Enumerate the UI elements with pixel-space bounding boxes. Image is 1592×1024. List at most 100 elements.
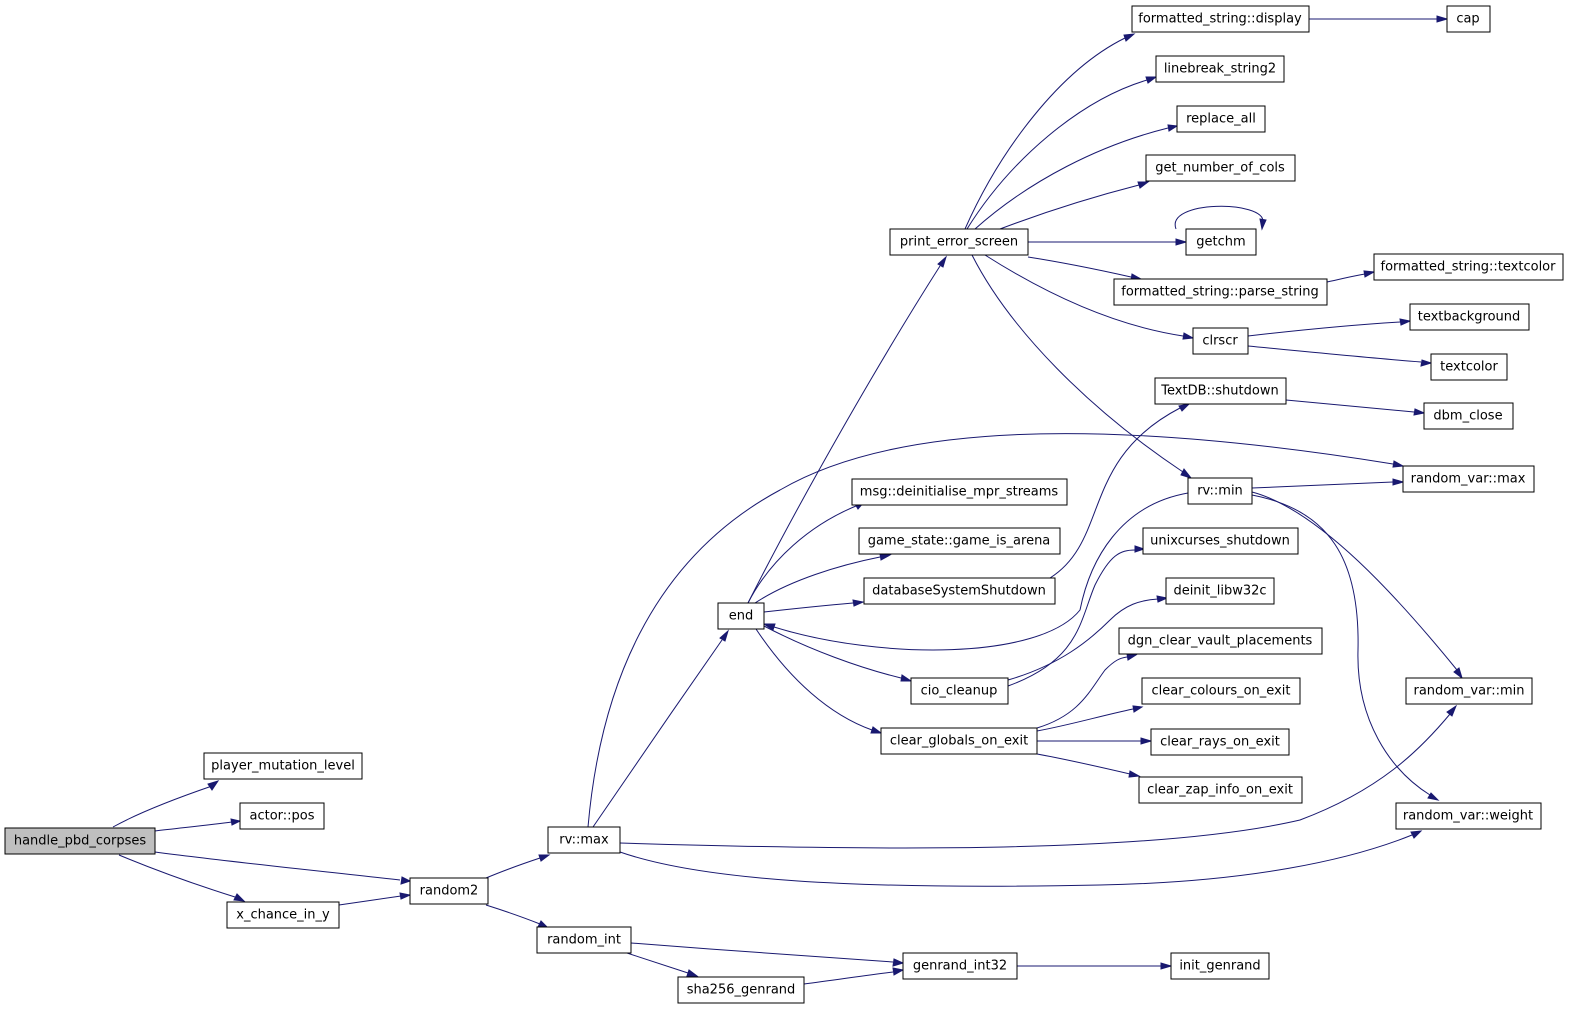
node-linebreak-string2[interactable]: linebreak_string2 bbox=[1155, 55, 1285, 83]
edge-print-error-screen-to-getchm bbox=[1028, 238, 1188, 246]
node-textbackground[interactable]: textbackground bbox=[1409, 303, 1530, 331]
node-label: clear_globals_on_exit bbox=[890, 734, 1028, 749]
node-textdb-shutdown[interactable]: TextDB::shutdown bbox=[1154, 377, 1287, 405]
edge-clear-globals-on-exit-to-clear-colours-on-exit bbox=[1036, 705, 1144, 732]
edge-line bbox=[763, 602, 854, 613]
node-x-chance-in-y[interactable]: x_chance_in_y bbox=[226, 901, 340, 929]
node-cio-cleanup[interactable]: cio_cleanup bbox=[910, 677, 1009, 705]
arrowhead-icon bbox=[1134, 545, 1146, 553]
node-formatted-string-display[interactable]: formatted_string::display bbox=[1131, 5, 1310, 33]
node-label: unixcurses_shutdown bbox=[1150, 534, 1290, 549]
arrowhead-icon bbox=[719, 629, 729, 642]
edge-end-to-print-error-screen bbox=[747, 255, 947, 604]
arrowhead-icon bbox=[1137, 181, 1150, 189]
node-formatted-string-textcolor[interactable]: formatted_string::textcolor bbox=[1373, 253, 1564, 281]
node-replace-all[interactable]: replace_all bbox=[1176, 105, 1266, 133]
node-end[interactable]: end bbox=[717, 602, 765, 630]
node-label: cap bbox=[1456, 12, 1479, 27]
node-database-system-shutdown[interactable]: databaseSystemShutdown bbox=[863, 577, 1056, 605]
node-dbm-close[interactable]: dbm_close bbox=[1423, 402, 1514, 430]
arrowhead-icon bbox=[1126, 653, 1138, 661]
node-clear-rays-on-exit[interactable]: clear_rays_on_exit bbox=[1150, 728, 1290, 756]
node-label: end bbox=[729, 609, 754, 624]
edge-line bbox=[1036, 708, 1134, 732]
node-label: msg::deinitialise_mpr_streams bbox=[860, 485, 1059, 500]
edge-end-to-msg-deinitialise bbox=[747, 501, 866, 604]
node-actor-pos[interactable]: actor::pos bbox=[239, 802, 325, 830]
node-player-mutation-level[interactable]: player_mutation_level bbox=[203, 752, 363, 780]
node-unixcurses-shutdown[interactable]: unixcurses_shutdown bbox=[1142, 527, 1299, 555]
edge-handle-pbd-corpses-to-player-mutation-level bbox=[112, 780, 220, 828]
edge-line bbox=[755, 628, 873, 731]
node-getchm[interactable]: getchm bbox=[1185, 228, 1257, 256]
node-clear-colours-on-exit[interactable]: clear_colours_on_exit bbox=[1141, 677, 1301, 705]
arrowhead-icon bbox=[1427, 792, 1440, 801]
node-print-error-screen[interactable]: print_error_screen bbox=[889, 228, 1029, 256]
arrowhead-icon bbox=[1420, 359, 1433, 367]
node-sha256-genrand[interactable]: sha256_genrand bbox=[677, 976, 805, 1004]
node-label: dgn_clear_vault_placements bbox=[1128, 634, 1313, 649]
node-init-genrand[interactable]: init_genrand bbox=[1170, 952, 1270, 980]
node-rv-min[interactable]: rv::min bbox=[1187, 477, 1253, 505]
node-random-var-max[interactable]: random_var::max bbox=[1402, 465, 1535, 493]
node-random-var-weight[interactable]: random_var::weight bbox=[1395, 802, 1542, 830]
node-label: x_chance_in_y bbox=[236, 908, 330, 923]
node-label: textbackground bbox=[1418, 310, 1521, 325]
arrowhead-icon bbox=[1145, 76, 1158, 84]
node-textcolor[interactable]: textcolor bbox=[1430, 353, 1508, 381]
arrowhead-icon bbox=[399, 892, 412, 900]
edge-rv-min-to-end bbox=[762, 492, 1189, 651]
node-random-int[interactable]: random_int bbox=[536, 926, 632, 954]
edge-line bbox=[984, 254, 1184, 337]
arrowhead-icon bbox=[1156, 595, 1169, 603]
node-random2[interactable]: random2 bbox=[409, 877, 489, 905]
edge-rv-max-to-end bbox=[592, 629, 729, 828]
edges-layer bbox=[112, 15, 1463, 985]
node-label: random_var::weight bbox=[1403, 809, 1533, 824]
node-label: getchm bbox=[1196, 235, 1245, 250]
arrowhead-icon bbox=[1453, 667, 1463, 680]
node-formatted-string-parse-string[interactable]: formatted_string::parse_string bbox=[1113, 278, 1328, 306]
node-get-number-of-cols[interactable]: get_number_of_cols bbox=[1145, 154, 1296, 182]
arrowhead-icon bbox=[1175, 238, 1188, 246]
node-label: deinit_libw32c bbox=[1173, 584, 1266, 599]
edge-rv-max-to-random-var-weight bbox=[619, 830, 1423, 887]
arrowhead-icon bbox=[1160, 962, 1173, 970]
node-cap[interactable]: cap bbox=[1446, 5, 1491, 33]
edge-line bbox=[971, 254, 1184, 473]
edge-line bbox=[747, 265, 941, 604]
node-dgn-clear-vault-placements[interactable]: dgn_clear_vault_placements bbox=[1118, 627, 1323, 655]
node-label: init_genrand bbox=[1179, 959, 1260, 974]
node-label: actor::pos bbox=[249, 809, 314, 824]
node-label: textcolor bbox=[1440, 360, 1498, 375]
node-msg-deinitialise-mpr-streams[interactable]: msg::deinitialise_mpr_streams bbox=[851, 478, 1068, 506]
arrowhead-icon bbox=[1392, 460, 1405, 468]
edge-line bbox=[1174, 205, 1264, 230]
node-label: clrscr bbox=[1202, 334, 1238, 349]
arrowhead-icon bbox=[870, 726, 883, 734]
arrowhead-icon bbox=[892, 958, 905, 967]
edge-line bbox=[630, 942, 894, 963]
arrowhead-icon bbox=[1399, 318, 1412, 326]
edge-line bbox=[1036, 656, 1128, 729]
edge-line bbox=[592, 639, 723, 828]
node-genrand-int32[interactable]: genrand_int32 bbox=[902, 952, 1018, 980]
node-rv-max[interactable]: rv::max bbox=[547, 826, 621, 854]
node-game-is-arena[interactable]: game_state::game_is_arena bbox=[858, 527, 1061, 555]
edge-end-to-database-system-shutdown bbox=[763, 599, 865, 613]
node-clrscr[interactable]: clrscr bbox=[1192, 327, 1249, 355]
node-clear-globals-on-exit[interactable]: clear_globals_on_exit bbox=[880, 727, 1038, 755]
edge-cio-cleanup-to-unixcurses-shutdown bbox=[1007, 545, 1146, 687]
node-label: handle_pbd_corpses bbox=[14, 834, 147, 849]
node-handle-pbd-corpses[interactable]: handle_pbd_corpses bbox=[4, 827, 156, 855]
arrowhead-icon bbox=[1446, 704, 1458, 717]
node-random-var-min[interactable]: random_var::min bbox=[1405, 677, 1533, 705]
node-clear-zap-info-on-exit[interactable]: clear_zap_info_on_exit bbox=[1138, 776, 1303, 804]
edge-formatted-string-parse-string-to-formatted-string-textcolor bbox=[1326, 270, 1376, 283]
node-deinit-libw32c[interactable]: deinit_libw32c bbox=[1165, 577, 1275, 605]
node-label: formatted_string::textcolor bbox=[1381, 260, 1557, 275]
edge-line bbox=[754, 556, 881, 604]
arrowhead-icon bbox=[1123, 33, 1136, 42]
edge-print-error-screen-to-formatted-string-parse-string bbox=[1027, 256, 1143, 281]
